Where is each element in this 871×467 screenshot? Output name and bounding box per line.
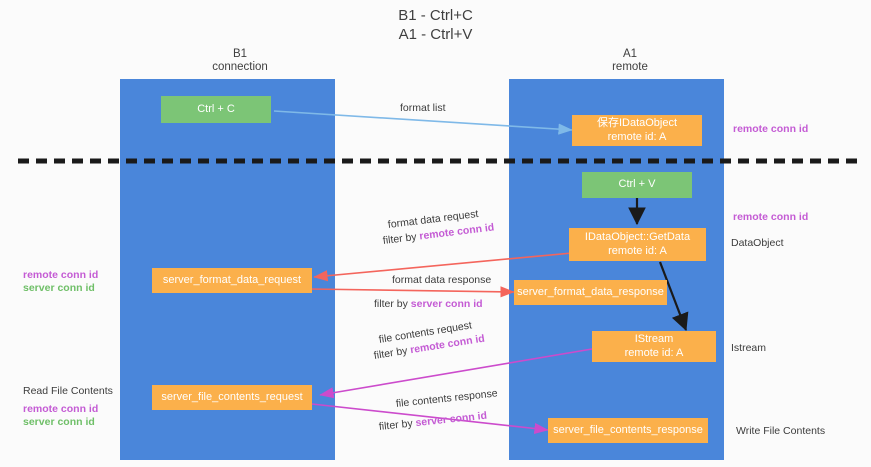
column-header-right-name: A1 (622, 48, 638, 60)
box-istream-title: IStream (634, 333, 674, 345)
annotation-remote-conn-id-top: remote conn id (733, 123, 809, 135)
box-idataobject-title: 保存IDataObject (596, 117, 678, 129)
box-server-file-contents-request[interactable]: server_file_contents_request (152, 385, 312, 410)
annotation-remote-conn-id-mid: remote conn id (733, 211, 809, 223)
box-server-format-data-response-label: server_format_data_response (517, 285, 664, 298)
box-ctrl-v[interactable]: Ctrl + V (582, 172, 692, 198)
box-idataobject-getdata[interactable]: IDataObject::GetData remote id: A (569, 228, 706, 261)
annotation-left-remote-conn-id-bottom: remote conn id (23, 403, 99, 415)
box-idataobject-subtitle: remote id: A (607, 130, 667, 143)
title-line-2: A1 - Ctrl+V (398, 26, 473, 43)
annotation-dataobject: DataObject (731, 237, 784, 249)
box-server-format-data-request-label: server_format_data_request (162, 273, 302, 286)
box-ctrl-c[interactable]: Ctrl + C (161, 96, 271, 123)
filter-key-server-conn-id-2: server conn id (414, 409, 488, 430)
arrow-label-format-data-response-filter: filter by server conn id (374, 298, 483, 311)
column-header-left-role: connection (212, 61, 268, 73)
box-istream-subtitle: remote id: A (624, 346, 684, 359)
annotation-left-server-conn-id-bottom: server conn id (23, 416, 95, 428)
box-server-file-contents-response-label: server_file_contents_response (553, 423, 703, 436)
column-header-right-role: remote (612, 61, 648, 73)
annotation-left-server-conn-id-mid: server conn id (23, 282, 95, 294)
box-ctrl-v-label: Ctrl + V (618, 178, 656, 191)
arrow-label-file-contents-response-text: file contents response (395, 387, 499, 410)
box-getdata-subtitle: remote id: A (608, 244, 667, 257)
diagram-title: B1 - Ctrl+C A1 - Ctrl+V (0, 6, 871, 44)
filter-prefix-4: filter by (378, 417, 417, 433)
box-server-file-contents-request-label: server_file_contents_request (161, 390, 303, 403)
column-header-right: A1 remote (540, 48, 720, 74)
column-header-left-name: B1 (232, 48, 248, 60)
arrow-label-format-list: format list (400, 102, 446, 115)
box-idataobject[interactable]: 保存IDataObject remote id: A (572, 115, 702, 146)
arrow-label-format-data-response-text: format data response (392, 274, 492, 286)
arrow-label-file-contents-response-filter: filter by server conn id (378, 410, 488, 434)
arrow-label-format-data-request-filter: filter by remote conn id (382, 221, 495, 248)
annotation-left-remote-conn-id-mid: remote conn id (23, 269, 99, 281)
box-istream[interactable]: IStream remote id: A (592, 331, 716, 362)
annotation-write-file-contents: Write File Contents (736, 425, 826, 437)
filter-key-server-conn-id-1: server conn id (410, 298, 483, 310)
annotation-read-file-contents: Read File Contents (23, 385, 113, 397)
column-header-left: B1 connection (150, 48, 330, 74)
box-server-format-data-request[interactable]: server_format_data_request (152, 268, 312, 293)
arrow-label-file-contents-request-filter: filter by remote conn id (373, 333, 486, 363)
box-ctrl-c-label: Ctrl + C (197, 102, 235, 115)
box-server-format-data-response[interactable]: server_format_data_response (514, 280, 667, 305)
title-line-1: B1 - Ctrl+C (398, 7, 473, 24)
annotation-istream: Istream (731, 342, 767, 354)
filter-prefix-2: filter by (374, 298, 411, 310)
filter-prefix-1: filter by (382, 230, 421, 247)
arrow-label-format-data-response: format data response (392, 274, 491, 287)
box-server-file-contents-response[interactable]: server_file_contents_response (548, 418, 708, 443)
arrow-label-format-list-text: format list (400, 102, 446, 114)
box-getdata-title: IDataObject::GetData (584, 231, 691, 243)
